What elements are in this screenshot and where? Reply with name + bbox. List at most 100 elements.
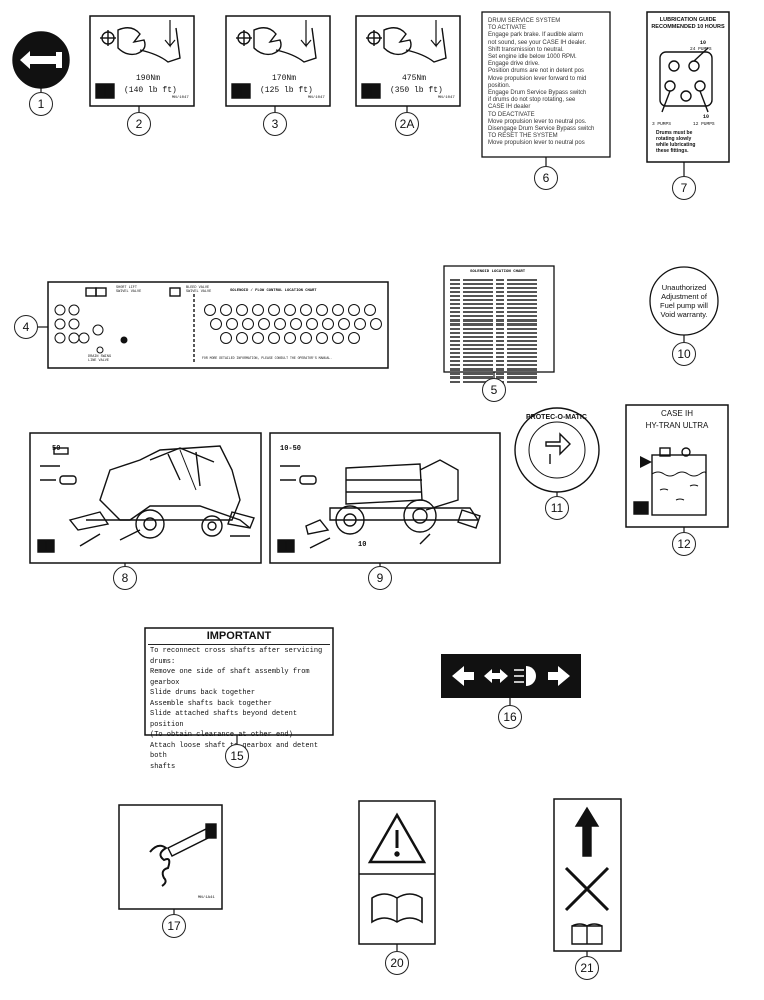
decal-1-symbol: [12, 31, 70, 89]
decal-12-oil-reservoir: [625, 404, 729, 528]
decal-5-row: [450, 364, 548, 367]
decal-5-cell: [450, 343, 460, 347]
decal-15-line: Slide attached shafts beyond detent posi…: [150, 710, 298, 729]
decal-5-row: [450, 315, 548, 318]
decal-5-cell: [507, 307, 537, 310]
decal-5-cell: [463, 343, 493, 347]
decal-5-cell: [496, 290, 504, 294]
decal-5-row: [450, 282, 548, 285]
decal-6-line: position.: [488, 82, 511, 89]
decal-6-line: Engage drive drive.: [488, 61, 540, 68]
decal-7-note-line: rotating slowly: [656, 136, 692, 142]
decal-5-cell: [463, 307, 493, 310]
solenoid-symbol: [348, 332, 360, 344]
decal-5-cell: [450, 364, 460, 367]
decal-3-torque-ft: (125 lb ft): [260, 86, 313, 95]
decal-5-row: [450, 319, 548, 322]
decal-5-cell: [463, 380, 493, 383]
decal-5-cell: [463, 339, 493, 342]
decal-5-row: [450, 360, 548, 363]
decal-5-row: [450, 298, 548, 302]
decal-5-cell: [463, 290, 493, 294]
decal-7-note-line: these fittings.: [656, 148, 689, 154]
decal-6-text: DRUM SERVICE SYSTEM TO ACTIVATE Engage p…: [488, 18, 606, 148]
decal-5-cell: [450, 339, 460, 342]
solenoid-symbol: [300, 332, 312, 344]
decal-5-table: [450, 278, 548, 384]
callout-10: 10: [672, 342, 696, 366]
decal-5-cell: [463, 347, 493, 351]
decal-5-cell: [507, 360, 537, 363]
decal-8-hours: 50: [52, 445, 61, 453]
decal-5-row: [450, 347, 548, 351]
solenoid-symbol: [332, 304, 344, 316]
decal-5-cell: [450, 347, 460, 351]
decal-5-cell: [507, 356, 537, 359]
decal-5-cell: [496, 282, 504, 285]
decal-7-pumps-a: 24 PUMPS: [690, 47, 712, 52]
decal-5-cell: [463, 372, 493, 375]
decal-5-cell: [507, 303, 537, 306]
solenoid-symbol: [242, 318, 254, 330]
callout-15: 15: [225, 744, 249, 768]
decal-7-pumps-b: 3 PUMPS: [652, 122, 671, 127]
decal-10-line: Fuel pump will: [660, 301, 708, 310]
decal-5-cell: [450, 368, 460, 371]
decal-15-line: Slide drums back together: [150, 689, 256, 697]
decal-5-cell: [507, 380, 537, 383]
decal-6-line: Engage Drum Service Bypass switch: [488, 90, 587, 97]
decal-5-row: [450, 331, 548, 334]
decal-5-cell: [507, 290, 537, 294]
decal-6-line: not sound, see your CASE IH dealer.: [488, 39, 587, 46]
decal-9-hours-b: 10: [358, 541, 367, 549]
decal-6-line: Disengage Drum Service Bypass switch: [488, 126, 595, 133]
decal-5-row: [450, 311, 548, 314]
solenoid-symbol: [316, 332, 328, 344]
decal-5-cell: [463, 368, 493, 371]
decal-4-label-3: BLEED VALVE: [186, 286, 210, 290]
decal-5-cell: [450, 372, 460, 375]
decal-2a-code: MN/1047: [438, 96, 455, 100]
decal-7-lube-diagram: [646, 11, 730, 163]
solenoid-symbol: [284, 304, 296, 316]
decal-9-hours: 10-50: [280, 445, 302, 453]
decal-5-cell: [496, 364, 504, 367]
decal-5-cell: [463, 376, 493, 379]
solenoid-symbol: [252, 304, 264, 316]
decal-2-torque: 190Nm: [136, 74, 161, 83]
decal-5-cell: [496, 286, 504, 289]
decal-15-line: shafts: [150, 762, 176, 771]
decal-5-cell: [496, 376, 504, 379]
decal-5-cell: [463, 282, 493, 285]
decal-5-row: [450, 343, 548, 347]
decal-5-cell: [450, 290, 460, 294]
decal-5-cell: [450, 356, 460, 359]
decal-15-frame: [144, 627, 334, 736]
decal-7-hours-b: 10: [703, 114, 710, 120]
decal-2-code: MN/1047: [172, 96, 189, 100]
decal-5-cell: [463, 323, 493, 326]
decal-5-cell: [496, 347, 504, 351]
decal-6-line: if drums do not stop rotating, see: [488, 97, 576, 104]
decal-5-cell: [496, 343, 504, 347]
solenoid-symbol: [220, 304, 232, 316]
decal-15-line: To reconnect cross shafts after servicin…: [150, 647, 323, 666]
decal-2a-torque: 475Nm: [402, 74, 427, 83]
decal-5-cell: [496, 327, 504, 330]
decal-5-cell: [450, 323, 460, 326]
decal-8-machine-side: [29, 432, 262, 564]
decal-5-cell: [496, 311, 504, 314]
decal-5-cell: [507, 294, 537, 298]
decal-5-row: [450, 302, 548, 306]
decal-5-cell: [507, 347, 537, 351]
decal-11-protec-o-matic: [514, 407, 600, 493]
solenoid-symbol: [204, 304, 216, 316]
decal-5-cell: [507, 364, 537, 367]
callout-3: 3: [263, 112, 287, 136]
decal-5-cell: [450, 298, 460, 302]
decal-6-line: Set engine idle below 1000 RPM.: [488, 54, 577, 61]
decal-7-title: LUBRICATION GUIDE RECOMMENDED 10 HOURS: [650, 17, 726, 31]
decal-5-cell: [463, 356, 493, 359]
decal-5-cell: [496, 323, 504, 326]
decal-5-cell: [496, 331, 504, 334]
